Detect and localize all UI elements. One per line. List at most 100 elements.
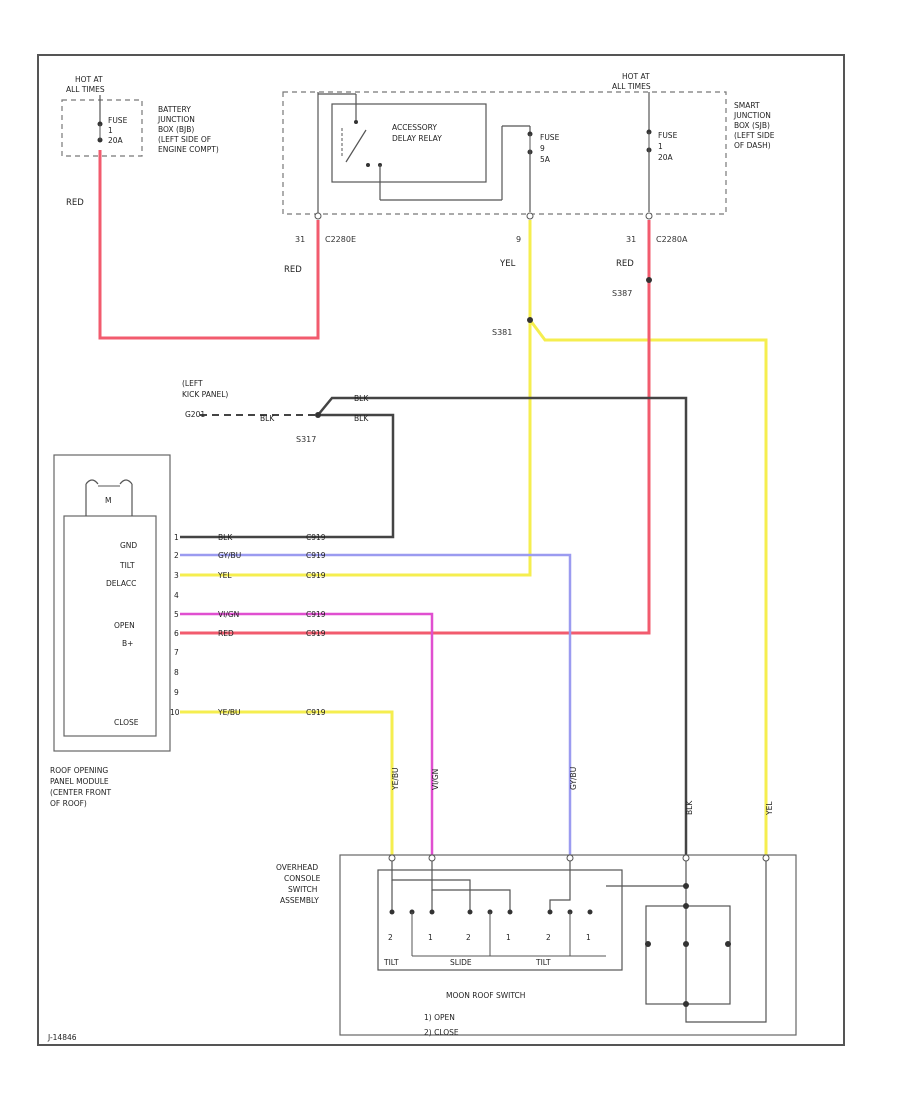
switch-contacts: 2 1 2 1 2 1 <box>388 933 591 942</box>
svg-text:C919: C919 <box>306 708 326 717</box>
svg-text:C919: C919 <box>306 571 326 580</box>
smart-junction-box <box>282 91 727 215</box>
wire-blk-gnd <box>180 413 395 539</box>
splice-s317 <box>315 412 321 418</box>
motor-icon: M <box>85 479 133 516</box>
switch-mode-labels: TILT SLIDE TILT <box>383 958 551 967</box>
svg-text:BOX (SJB): BOX (SJB) <box>734 121 770 130</box>
svg-text:(CENTER FRONT: (CENTER FRONT <box>50 788 111 797</box>
wire-yel-branch <box>528 319 768 855</box>
splice-s381 <box>527 317 533 323</box>
hot-left-line2: ALL TIMES <box>66 85 105 94</box>
module-name: ROOF OPENING PANEL MODULE (CENTER FRONT … <box>50 766 111 808</box>
vert-label-yel: YEL <box>765 801 774 816</box>
pin-9: 9 <box>516 235 521 244</box>
footer-id: J-14846 <box>47 1033 77 1042</box>
ground-id: G201 <box>185 410 205 419</box>
svg-text:GY/BU: GY/BU <box>218 551 241 560</box>
moon-roof-switch-label: MOON ROOF SWITCH <box>446 991 525 1000</box>
svg-text:BOX (BJB): BOX (BJB) <box>158 125 194 134</box>
svg-text:6: 6 <box>174 629 179 638</box>
svg-text:2: 2 <box>388 933 393 942</box>
wire-red-label-3: RED <box>616 259 634 269</box>
vert-label-blk: BLK <box>685 800 694 815</box>
battery-junction-box <box>61 99 143 157</box>
svg-text:RED: RED <box>218 629 234 638</box>
splice-s381-label: S381 <box>492 328 512 337</box>
svg-text:BLK: BLK <box>218 533 233 542</box>
pin-31a: 31 <box>295 235 305 244</box>
svg-text:C919: C919 <box>306 533 326 542</box>
svg-text:BATTERY: BATTERY <box>158 105 191 114</box>
smart-jb-label: SMART JUNCTION BOX (SJB) (LEFT SIDE OF D… <box>733 101 775 150</box>
module-wire-labels: BLK C919 GY/BU C919 YEL C919 VI/GN C919 … <box>217 533 326 717</box>
switch-assembly-label: OVERHEAD CONSOLE SWITCH ASSEMBLY <box>276 863 321 905</box>
c2280a-label: C2280A <box>656 235 688 244</box>
svg-text:2: 2 <box>466 933 471 942</box>
svg-text:YE/BU: YE/BU <box>217 708 240 717</box>
fuse-left-amp: 20A <box>108 136 124 145</box>
svg-text:JUNCTION: JUNCTION <box>733 111 771 120</box>
hot-right-line1: HOT AT <box>622 72 650 81</box>
module-pins: GND TILT DELACC OPEN B+ CLOSE 1 2 3 4 5 … <box>106 533 180 727</box>
fuse-right-label: FUSE <box>658 131 678 140</box>
svg-text:YEL: YEL <box>217 571 232 580</box>
svg-text:CLOSE: CLOSE <box>114 718 139 727</box>
wire-yel-label-1: YEL <box>499 259 516 269</box>
fuse-right-amp: 20A <box>658 153 674 162</box>
wire-red-label-1: RED <box>66 198 84 208</box>
roof-module-inner <box>63 515 157 737</box>
hot-left-line1: HOT AT <box>75 75 103 84</box>
moon-roof-switch-box <box>377 869 623 971</box>
diagram-frame <box>37 54 845 1046</box>
wire-blk-switch <box>317 396 688 855</box>
svg-text:GND: GND <box>120 541 137 550</box>
fuse-left-label: FUSE <box>108 116 128 125</box>
svg-text:OPEN: OPEN <box>114 621 135 630</box>
svg-text:OF DASH): OF DASH) <box>734 141 771 150</box>
relay-label-1: ACCESSORY <box>392 123 437 132</box>
accessory-delay-relay <box>331 103 487 183</box>
svg-text:1: 1 <box>428 933 433 942</box>
wire-blk-label-up: BLK <box>354 394 369 403</box>
svg-text:OVERHEAD: OVERHEAD <box>276 863 318 872</box>
c2280e-label: C2280E <box>325 235 356 244</box>
svg-text:M: M <box>105 496 111 505</box>
svg-text:TILT: TILT <box>535 958 551 967</box>
wire-red-label-2: RED <box>284 265 302 275</box>
svg-text:TILT: TILT <box>383 958 399 967</box>
fuse-right-num: 1 <box>658 142 663 151</box>
svg-text:JUNCTION: JUNCTION <box>157 115 195 124</box>
svg-text:SMART: SMART <box>734 101 760 110</box>
svg-text:TILT: TILT <box>119 561 135 570</box>
splice-s317-label: S317 <box>296 435 316 444</box>
svg-text:OF ROOF): OF ROOF) <box>50 799 87 808</box>
wire-yel-main <box>180 220 532 577</box>
svg-text:2: 2 <box>174 551 179 560</box>
svg-text:1: 1 <box>586 933 591 942</box>
pin-31b: 31 <box>626 235 636 244</box>
fuse-mid-amp: 5A <box>540 155 551 164</box>
roof-module-outer <box>53 454 171 752</box>
svg-text:B+: B+ <box>122 639 133 648</box>
svg-text:10: 10 <box>170 708 180 717</box>
svg-text:SWITCH: SWITCH <box>288 885 317 894</box>
svg-text:(LEFT SIDE OF: (LEFT SIDE OF <box>158 135 211 144</box>
ground-location-2: KICK PANEL) <box>182 390 228 399</box>
relay-label-2: DELAY RELAY <box>392 134 442 143</box>
splice-s387 <box>646 277 652 283</box>
wire-red-sjb <box>180 220 651 635</box>
battery-jb-label: BATTERY JUNCTION BOX (BJB) (LEFT SIDE OF… <box>157 105 219 154</box>
svg-text:PANEL MODULE: PANEL MODULE <box>50 777 109 786</box>
fuse-mid-label: FUSE <box>540 133 560 142</box>
wire-blk-label-down: BLK <box>354 414 369 423</box>
fuse-mid-num: 9 <box>540 144 545 153</box>
svg-text:5: 5 <box>174 610 179 619</box>
vert-label-yebu: YE/BU <box>391 768 400 791</box>
switch-legend-close: 2) CLOSE <box>424 1028 459 1037</box>
svg-text:C919: C919 <box>306 629 326 638</box>
svg-text:ROOF OPENING: ROOF OPENING <box>50 766 108 775</box>
hot-right-line2: ALL TIMES <box>612 82 651 91</box>
svg-text:C919: C919 <box>306 551 326 560</box>
